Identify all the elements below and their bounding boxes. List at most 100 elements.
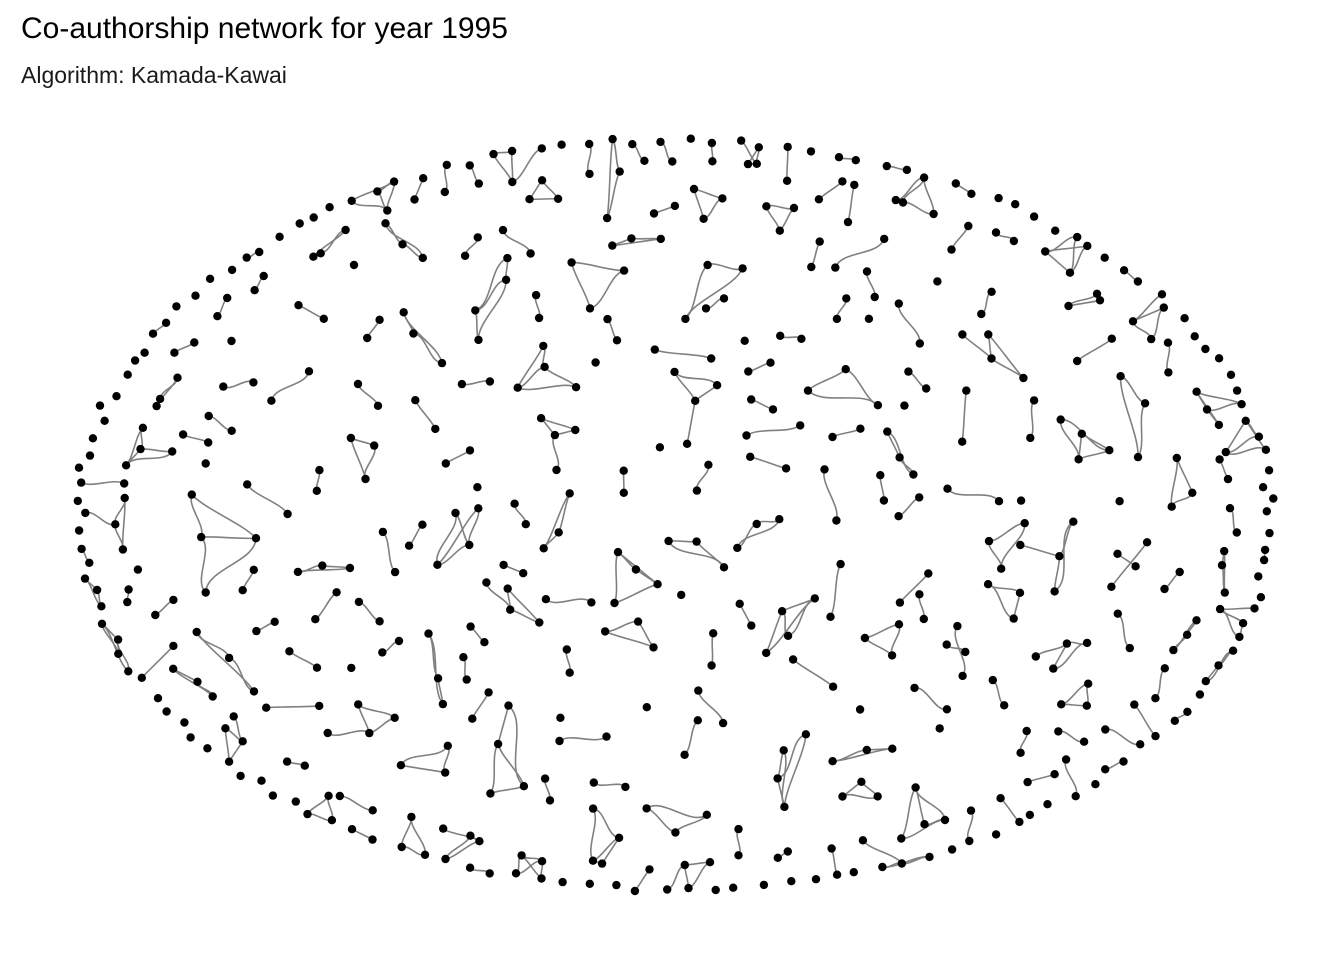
author-node xyxy=(294,301,303,310)
author-node xyxy=(180,718,189,727)
author-node xyxy=(857,777,866,786)
author-node xyxy=(562,645,571,654)
author-node xyxy=(585,879,594,888)
author-node xyxy=(1055,552,1064,561)
author-node xyxy=(670,201,680,211)
author-node xyxy=(742,431,751,440)
author-node xyxy=(223,293,232,303)
author-node xyxy=(457,379,467,389)
author-node xyxy=(1250,604,1259,613)
author-node xyxy=(600,627,610,636)
author-node xyxy=(850,180,859,190)
author-node xyxy=(345,563,355,573)
author-node xyxy=(747,621,756,630)
coauthor-edge xyxy=(818,180,843,200)
coauthor-edge xyxy=(829,563,842,618)
author-node xyxy=(169,664,178,673)
coauthor-edge xyxy=(783,734,807,807)
coauthor-edge xyxy=(902,177,925,203)
author-node xyxy=(327,816,337,825)
author-node xyxy=(718,194,727,203)
author-node xyxy=(603,314,612,324)
author-node xyxy=(521,520,530,529)
author-node xyxy=(332,588,341,597)
coauthor-edge xyxy=(693,188,723,200)
author-node xyxy=(537,176,547,185)
author-node xyxy=(1031,652,1041,661)
author-node xyxy=(397,842,406,852)
coauthor-edge xyxy=(363,445,376,480)
coauthor-edge xyxy=(327,730,370,737)
coauthor-edge xyxy=(842,793,879,800)
coauthor-edge xyxy=(358,601,380,623)
author-node xyxy=(315,465,324,475)
author-node xyxy=(1215,455,1224,464)
author-node xyxy=(1029,212,1039,221)
author-node xyxy=(133,565,143,574)
author-node xyxy=(689,184,699,194)
author-node xyxy=(619,488,628,497)
author-node xyxy=(984,536,994,546)
author-node xyxy=(619,466,628,475)
author-node xyxy=(221,724,230,733)
coauthor-edge xyxy=(382,531,396,573)
coauthor-edge xyxy=(507,704,525,787)
author-node xyxy=(777,607,787,616)
author-node xyxy=(153,694,163,703)
author-node xyxy=(891,195,900,205)
author-node xyxy=(1119,266,1129,275)
author-node xyxy=(734,824,743,834)
author-node xyxy=(1071,792,1080,801)
author-node xyxy=(203,744,212,753)
author-node xyxy=(1259,555,1269,565)
coauthor-edge xyxy=(646,807,676,834)
author-node xyxy=(826,612,835,621)
author-node xyxy=(588,804,598,813)
author-node xyxy=(707,661,716,670)
author-node xyxy=(775,226,784,235)
author-node xyxy=(363,333,372,343)
author-node xyxy=(304,367,314,376)
author-node xyxy=(610,598,619,608)
author-node xyxy=(987,287,996,296)
author-node xyxy=(615,167,624,176)
author-node xyxy=(1051,226,1060,235)
author-node xyxy=(870,292,879,302)
coauthor-edge xyxy=(792,658,834,688)
coauthor-edge xyxy=(298,304,325,320)
author-node xyxy=(820,465,829,474)
author-node xyxy=(686,134,695,143)
author-node xyxy=(832,870,842,879)
author-node xyxy=(565,489,574,498)
coauthor-edge xyxy=(786,146,789,181)
author-node xyxy=(484,688,493,697)
author-node xyxy=(680,860,689,870)
coauthor-edge xyxy=(1119,376,1139,458)
author-node xyxy=(585,139,594,149)
author-node xyxy=(977,309,986,319)
author-node xyxy=(309,213,318,222)
author-node xyxy=(407,812,416,822)
author-node xyxy=(1195,690,1205,699)
author-node xyxy=(1116,372,1125,381)
coauthor-edge xyxy=(545,598,592,604)
author-node xyxy=(493,739,503,749)
author-node xyxy=(1160,584,1169,594)
author-node xyxy=(1119,757,1128,766)
author-node xyxy=(933,277,942,286)
author-node xyxy=(1215,604,1225,614)
author-node xyxy=(341,225,350,235)
author-node xyxy=(1064,301,1073,311)
author-node xyxy=(390,713,399,722)
author-node xyxy=(95,401,105,410)
author-node xyxy=(565,668,574,677)
author-node xyxy=(229,712,238,721)
author-node xyxy=(537,144,546,153)
author-node xyxy=(227,426,236,435)
author-node xyxy=(1015,817,1024,827)
author-node xyxy=(862,267,872,276)
author-node xyxy=(162,707,171,716)
author-node xyxy=(249,565,258,574)
author-node xyxy=(474,504,483,513)
coauthor-edge xyxy=(1044,250,1071,274)
